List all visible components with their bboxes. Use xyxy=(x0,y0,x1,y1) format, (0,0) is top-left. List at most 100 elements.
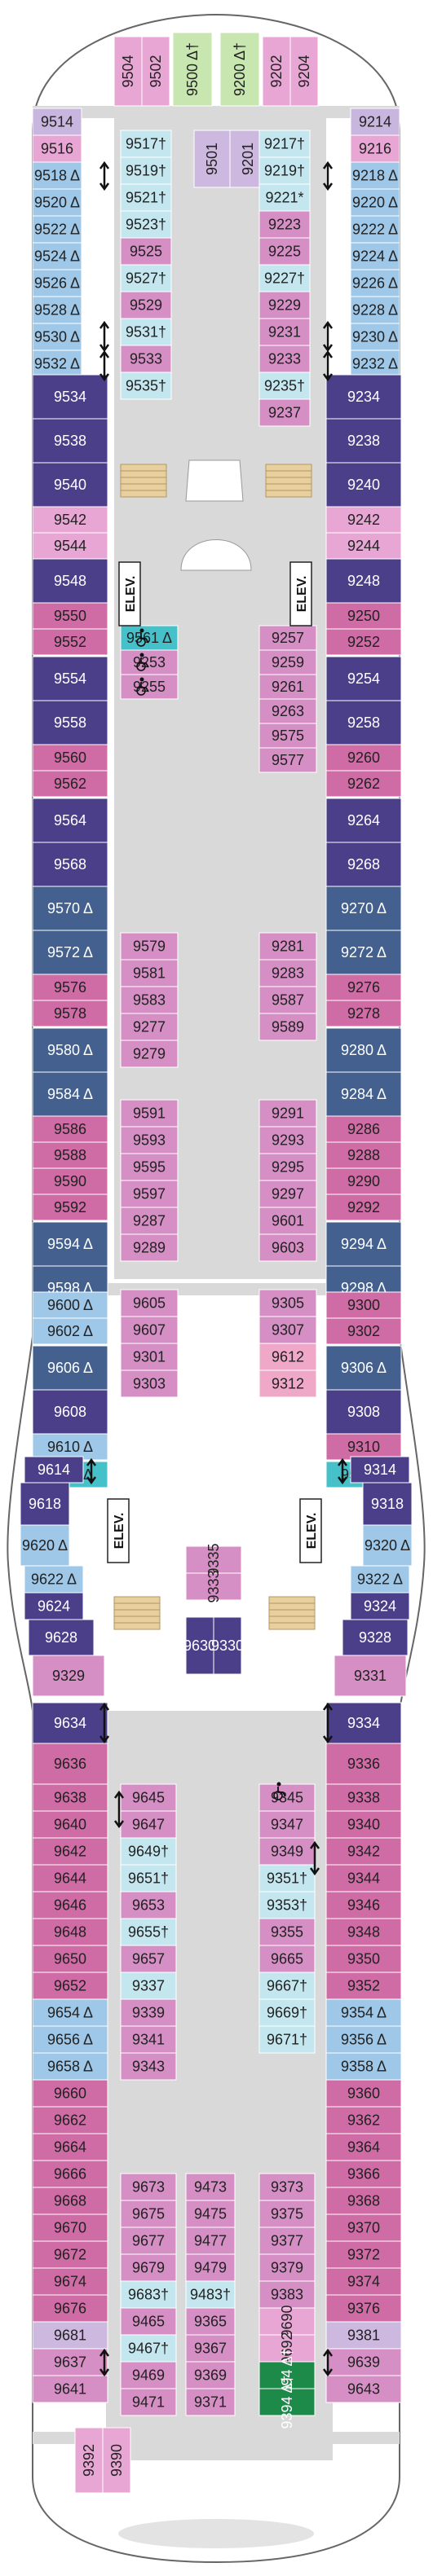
cabin[interactable]: 9637 xyxy=(32,2348,108,2376)
cabin[interactable]: 9362 xyxy=(325,2106,402,2134)
cabin[interactable]: 9516 xyxy=(32,134,82,163)
cabin[interactable]: 9366 xyxy=(325,2160,402,2188)
cabin[interactable]: 9675 xyxy=(120,2200,177,2228)
cabin[interactable]: 9653 xyxy=(120,1891,177,1919)
cabin[interactable]: 9255 xyxy=(120,674,179,700)
cabin[interactable]: 9601 xyxy=(258,1207,317,1235)
cabin[interactable]: 9645 xyxy=(120,1783,177,1812)
cabin[interactable]: 9504 xyxy=(113,36,143,107)
cabin[interactable]: 9614 xyxy=(24,1456,84,1484)
cabin[interactable]: 9276 xyxy=(325,974,402,1001)
cabin[interactable]: 9568 xyxy=(32,842,108,887)
cabin[interactable]: 9263 xyxy=(258,698,317,724)
cabin[interactable]: 9523† xyxy=(120,210,172,239)
cabin[interactable]: 9352 xyxy=(325,1972,402,2000)
cabin[interactable]: 9608 xyxy=(32,1389,108,1435)
cabin[interactable]: 9671† xyxy=(258,2025,316,2054)
cabin[interactable]: 9300 xyxy=(325,1291,402,1319)
cabin[interactable]: 9230 Δ xyxy=(350,323,400,351)
cabin[interactable]: 9238 xyxy=(325,418,402,464)
cabin[interactable]: 9294 Δ xyxy=(325,1221,402,1267)
cabin[interactable]: 9334 xyxy=(325,1702,402,1744)
cabin[interactable]: 9333 xyxy=(185,1570,242,1603)
cabin[interactable]: 9572 Δ xyxy=(32,930,108,975)
cabin[interactable]: 9254 xyxy=(325,656,402,701)
cabin[interactable]: 9339 xyxy=(120,1998,177,2027)
cabin[interactable]: 9248 xyxy=(325,558,402,604)
cabin[interactable]: 9222 Δ xyxy=(350,215,400,244)
cabin[interactable]: 9374 xyxy=(325,2267,402,2296)
cabin[interactable]: 9529 xyxy=(120,291,172,319)
cabin[interactable]: 9258 xyxy=(325,700,402,745)
cabin[interactable]: 9328 xyxy=(342,1619,409,1656)
cabin[interactable]: 9575 xyxy=(258,723,317,749)
cabin[interactable]: 9277 xyxy=(120,1013,179,1041)
cabin[interactable]: 9558 xyxy=(32,700,108,745)
cabin[interactable]: 9270 Δ xyxy=(325,886,402,931)
cabin[interactable]: 9602 Δ xyxy=(32,1317,108,1345)
cabin[interactable]: 9502 xyxy=(141,36,170,107)
cabin[interactable]: 9287 xyxy=(120,1207,179,1235)
cabin[interactable]: 9583 xyxy=(120,986,179,1014)
cabin[interactable]: 9370 xyxy=(325,2213,402,2242)
cabin[interactable]: 9259 xyxy=(258,649,317,675)
cabin[interactable]: 9690 xyxy=(258,2305,316,2338)
cabin[interactable]: 9372 xyxy=(325,2240,402,2269)
cabin[interactable]: 9202 xyxy=(262,36,291,107)
cabin[interactable]: 9253 xyxy=(120,649,179,675)
cabin[interactable]: 9308 xyxy=(325,1389,402,1435)
cabin[interactable]: 9669† xyxy=(258,1998,316,2027)
cabin[interactable]: 9624 xyxy=(24,1592,84,1620)
cabin[interactable]: 9538 xyxy=(32,418,108,464)
cabin[interactable]: 9576 xyxy=(32,974,108,1001)
cabin[interactable]: 9303 xyxy=(120,1369,179,1398)
cabin[interactable]: 9329 xyxy=(32,1655,105,1697)
cabin[interactable]: 9683† xyxy=(120,2280,177,2309)
cabin[interactable]: 9640 xyxy=(32,1810,108,1839)
cabin[interactable]: 9250 xyxy=(325,602,402,630)
cabin[interactable]: 9660 xyxy=(32,2079,108,2108)
cabin[interactable]: 9346 xyxy=(325,1891,402,1919)
cabin[interactable]: 9244 xyxy=(325,532,402,560)
cabin[interactable]: 9591 xyxy=(120,1099,179,1128)
cabin[interactable]: 9227† xyxy=(258,264,311,292)
cabin[interactable]: 9550 xyxy=(32,602,108,630)
cabin[interactable]: 9542 xyxy=(32,506,108,534)
cabin[interactable]: 9237 xyxy=(258,398,311,427)
cabin[interactable]: 9639 xyxy=(325,2348,402,2376)
cabin[interactable]: 9347 xyxy=(258,1810,316,1839)
cabin[interactable]: 9692 xyxy=(258,2332,316,2365)
cabin[interactable]: 9532 Δ xyxy=(32,349,82,378)
cabin[interactable]: 9647 xyxy=(120,1810,177,1839)
cabin[interactable]: 9330 xyxy=(211,1616,244,1675)
cabin[interactable]: 9650 xyxy=(32,1945,108,1973)
cabin[interactable]: 9577 xyxy=(258,747,317,773)
cabin[interactable]: 9221* xyxy=(258,183,311,212)
cabin[interactable]: 9586 xyxy=(32,1115,108,1143)
cabin[interactable]: 9307 xyxy=(258,1316,317,1344)
cabin[interactable]: 9477 xyxy=(185,2227,236,2255)
cabin[interactable]: 9392 xyxy=(74,2427,104,2494)
cabin[interactable]: 9394 Δ† xyxy=(258,2375,316,2429)
cabin[interactable]: 9232 Δ xyxy=(350,349,400,378)
cabin[interactable]: 9562 xyxy=(32,770,108,798)
cabin[interactable]: 9264 xyxy=(325,798,402,843)
cabin[interactable]: 9314 xyxy=(350,1456,410,1484)
cabin[interactable]: 9588 xyxy=(32,1141,108,1169)
cabin[interactable]: 9578 xyxy=(32,1000,108,1027)
cabin[interactable]: 9638 xyxy=(32,1783,108,1812)
cabin[interactable]: 9219† xyxy=(258,156,311,185)
cabin[interactable]: 9340 xyxy=(325,1810,402,1839)
cabin[interactable]: 9365 xyxy=(185,2307,236,2336)
cabin[interactable]: 9595 xyxy=(120,1153,179,1181)
cabin[interactable]: 9216 xyxy=(350,134,400,163)
cabin[interactable]: 9242 xyxy=(325,506,402,534)
cabin[interactable]: 9217† xyxy=(258,130,311,158)
cabin[interactable]: 9580 Δ xyxy=(32,1027,108,1073)
cabin[interactable]: 9281 xyxy=(258,932,317,961)
cabin[interactable]: 9677 xyxy=(120,2227,177,2255)
cabin[interactable]: 9218 Δ xyxy=(350,161,400,190)
cabin[interactable]: 9594 Δ xyxy=(32,1221,108,1267)
cabin[interactable]: 9288 xyxy=(325,1141,402,1169)
cabin[interactable]: 9223 xyxy=(258,210,311,239)
